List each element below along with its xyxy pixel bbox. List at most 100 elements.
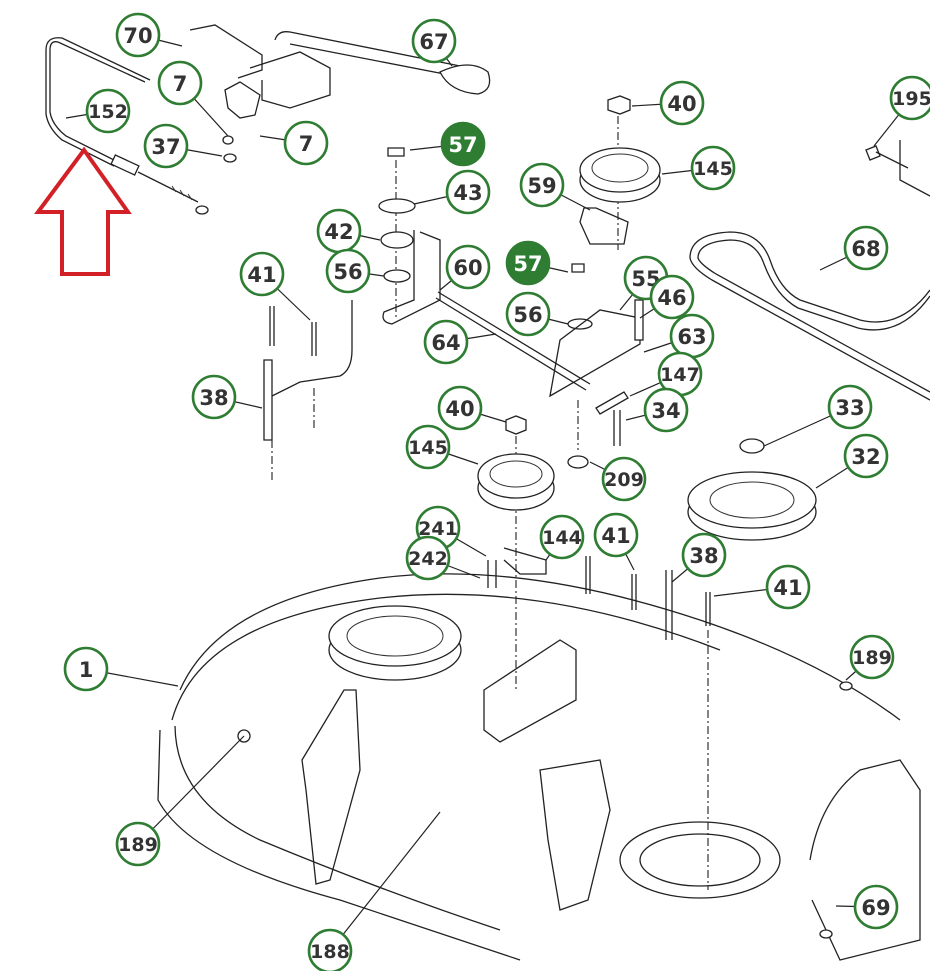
callout-64[interactable]: 64 bbox=[423, 319, 469, 365]
leader-line bbox=[137, 735, 245, 845]
callout-circle bbox=[539, 514, 585, 560]
callout-label: 38 bbox=[199, 386, 228, 410]
callout-label: 46 bbox=[657, 286, 686, 310]
callout-144[interactable]: 144 bbox=[539, 514, 585, 560]
callout-circle bbox=[593, 512, 639, 558]
callout-32[interactable]: 32 bbox=[843, 433, 889, 479]
callout-37[interactable]: 37 bbox=[143, 123, 189, 169]
callout-41[interactable]: 41 bbox=[239, 251, 285, 297]
callout-circle bbox=[63, 646, 109, 692]
callout-69[interactable]: 69 bbox=[853, 884, 899, 930]
callout-60[interactable]: 60 bbox=[445, 244, 491, 290]
callout-1[interactable]: 1 bbox=[63, 646, 109, 692]
callout-40[interactable]: 40 bbox=[659, 80, 705, 126]
part-idler-arm-left bbox=[378, 147, 591, 391]
callout-46[interactable]: 46 bbox=[649, 274, 695, 320]
part-mid-hardware bbox=[487, 547, 711, 890]
callout-7[interactable]: 7 bbox=[283, 120, 329, 166]
callout-57[interactable]: 57 bbox=[440, 121, 486, 167]
part-32-pulley bbox=[687, 438, 817, 541]
callout-circle bbox=[853, 884, 899, 930]
callout-label: 69 bbox=[861, 896, 890, 920]
callout-circle bbox=[283, 120, 329, 166]
callout-circle bbox=[843, 225, 889, 271]
callout-label: 41 bbox=[773, 576, 802, 600]
callout-circle bbox=[85, 88, 131, 134]
callout-33[interactable]: 33 bbox=[827, 384, 873, 430]
callout-label: 57 bbox=[513, 252, 542, 276]
callout-circle bbox=[191, 374, 237, 420]
callout-68[interactable]: 68 bbox=[843, 225, 889, 271]
callout-circle bbox=[307, 928, 353, 971]
callout-circle bbox=[849, 634, 895, 680]
callout-label: 242 bbox=[408, 548, 448, 570]
callout-label: 59 bbox=[527, 174, 556, 198]
callout-label: 189 bbox=[852, 647, 892, 669]
callout-label: 33 bbox=[835, 396, 864, 420]
callout-147[interactable]: 147 bbox=[657, 351, 703, 397]
callout-145[interactable]: 145 bbox=[405, 424, 451, 470]
callout-circle bbox=[405, 535, 451, 581]
callout-label: 56 bbox=[513, 303, 542, 327]
callout-label: 145 bbox=[693, 158, 733, 180]
part-152-control-cable bbox=[45, 37, 209, 215]
callout-70[interactable]: 70 bbox=[115, 12, 161, 58]
callout-189[interactable]: 189 bbox=[849, 634, 895, 680]
callout-41[interactable]: 41 bbox=[765, 564, 811, 610]
callout-circle bbox=[157, 60, 203, 106]
callout-label: 144 bbox=[542, 527, 582, 549]
callout-57[interactable]: 57 bbox=[505, 240, 551, 286]
callout-circle bbox=[889, 75, 930, 121]
callout-label: 56 bbox=[333, 260, 362, 284]
callout-label: 67 bbox=[419, 30, 448, 54]
callout-188[interactable]: 188 bbox=[307, 928, 353, 971]
callout-circle bbox=[115, 821, 161, 867]
callout-label: 64 bbox=[431, 331, 460, 355]
part-195-bracket bbox=[865, 140, 930, 197]
callout-label: 152 bbox=[88, 101, 128, 123]
part-145-idler-pulley-lower bbox=[477, 415, 555, 690]
callout-189[interactable]: 189 bbox=[115, 821, 161, 867]
callout-label: 241 bbox=[418, 518, 458, 540]
callout-circle bbox=[405, 424, 451, 470]
leader-line bbox=[329, 811, 441, 952]
callout-43[interactable]: 43 bbox=[445, 169, 491, 215]
callout-label: 60 bbox=[453, 256, 482, 280]
callout-63[interactable]: 63 bbox=[669, 313, 715, 359]
callout-label: 188 bbox=[310, 941, 350, 963]
callout-circle bbox=[505, 240, 551, 286]
callout-label: 40 bbox=[667, 92, 696, 116]
callout-56[interactable]: 56 bbox=[505, 291, 551, 337]
callout-label: 7 bbox=[173, 72, 188, 96]
callout-56[interactable]: 56 bbox=[325, 248, 371, 294]
callout-label: 41 bbox=[601, 524, 630, 548]
callout-40[interactable]: 40 bbox=[437, 385, 483, 431]
callout-circle bbox=[445, 244, 491, 290]
callout-242[interactable]: 242 bbox=[405, 535, 451, 581]
callout-7[interactable]: 7 bbox=[157, 60, 203, 106]
callout-41[interactable]: 41 bbox=[593, 512, 639, 558]
callout-152[interactable]: 152 bbox=[85, 88, 131, 134]
callout-67[interactable]: 67 bbox=[411, 18, 457, 64]
callout-38[interactable]: 38 bbox=[681, 532, 727, 578]
callout-circle bbox=[440, 121, 486, 167]
callout-42[interactable]: 42 bbox=[316, 208, 362, 254]
callout-label: 42 bbox=[324, 220, 353, 244]
callout-label: 195 bbox=[892, 88, 930, 110]
callout-38[interactable]: 38 bbox=[191, 374, 237, 420]
callout-145[interactable]: 145 bbox=[690, 145, 736, 191]
callout-circle bbox=[765, 564, 811, 610]
callout-circle bbox=[601, 456, 647, 502]
callout-34[interactable]: 34 bbox=[643, 387, 689, 433]
callout-circle bbox=[115, 12, 161, 58]
callout-circle bbox=[643, 387, 689, 433]
callout-label: 7 bbox=[299, 132, 314, 156]
callout-209[interactable]: 209 bbox=[601, 456, 647, 502]
callout-circle bbox=[239, 251, 285, 297]
callout-circle bbox=[690, 145, 736, 191]
callout-circle bbox=[681, 532, 727, 578]
callout-59[interactable]: 59 bbox=[519, 162, 565, 208]
callout-195[interactable]: 195 bbox=[889, 75, 930, 121]
